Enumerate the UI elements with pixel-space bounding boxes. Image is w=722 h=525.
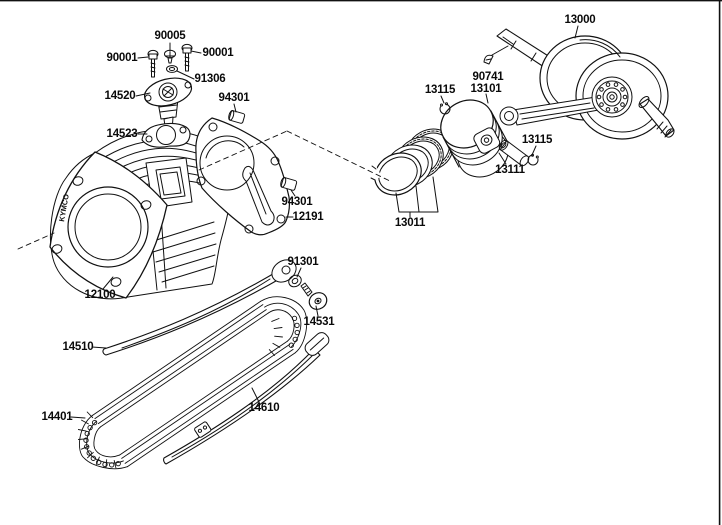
pin-clip-13115-left (439, 101, 451, 115)
part-label-14531: 14531 (303, 316, 335, 328)
tensioner-arm-14610-drawing (163, 332, 330, 465)
part-label-94301-bottom: 94301 (281, 196, 313, 208)
part-label-12100: 12100 (84, 289, 116, 301)
part-label-90741: 90741 (472, 71, 504, 83)
piston-pin-13111 (498, 139, 530, 167)
part-label-13115-right: 13115 (521, 134, 553, 146)
dowel-pins-94301-drawing (228, 110, 298, 191)
cylinder-face (49, 151, 168, 299)
part-label-94301-top: 94301 (218, 92, 250, 104)
piston-ring-set-13011 (365, 128, 454, 196)
part-label-91306: 91306 (194, 73, 226, 85)
part-label-13011: 13011 (394, 217, 426, 229)
part-label-13101: 13101 (470, 83, 502, 95)
gasket-14523-drawing (141, 122, 191, 148)
piston-assembly-drawing (365, 99, 540, 196)
part-label-90005: 90005 (154, 30, 186, 42)
part-label-12191: 12191 (292, 211, 324, 223)
part-label-13115-left: 13115 (424, 84, 456, 96)
leader-lines (70, 25, 579, 419)
part-label-91301: 91301 (287, 256, 319, 268)
chain-guide-14510-drawing (102, 259, 297, 356)
bolt-14531-drawing (288, 274, 328, 310)
part-label-14523: 14523 (106, 128, 138, 140)
part-label-14520: 14520 (104, 90, 136, 102)
bolts-and-washer-drawing (147, 43, 193, 78)
cylinder-12100-drawing: KYMCO (49, 129, 234, 300)
cylinder-gasket-12191-drawing (195, 117, 290, 236)
pin-clip-13115-right (527, 152, 540, 166)
part-label-13000: 13000 (564, 14, 596, 26)
part-label-90001-right: 90001 (202, 47, 234, 59)
cylinder-bore (67, 186, 149, 268)
cam-chain-14401-drawing (77, 296, 308, 470)
part-label-90001-left: 90001 (106, 52, 138, 64)
part-label-13111: 13111 (495, 164, 525, 176)
crankshaft-13000-drawing (496, 28, 675, 140)
piston-13101 (440, 99, 509, 178)
part-label-14610: 14610 (248, 402, 280, 414)
construction-lines (17, 130, 391, 250)
woodruff-key-90741-drawing (483, 54, 494, 65)
part-label-14510: 14510 (62, 341, 94, 353)
part-label-14401: 14401 (41, 411, 73, 423)
